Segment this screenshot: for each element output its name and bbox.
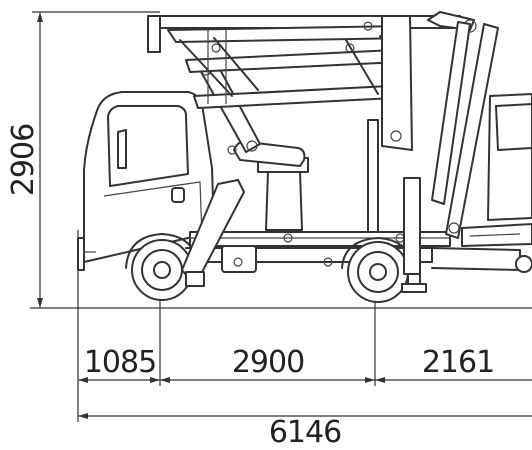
work-basket: [461, 93, 532, 247]
wheelbase-label: 2900: [232, 345, 304, 380]
rear-overhang-label: 2161: [422, 345, 494, 380]
height-dimension-label: 2906: [6, 124, 41, 196]
overall-length-label: 6146: [269, 415, 341, 450]
rear-wheel: [347, 241, 409, 303]
front-overhang-label: 1085: [84, 345, 156, 380]
jib-arm: [427, 11, 499, 239]
outriggers: [181, 177, 427, 293]
upper-boom: [147, 15, 461, 151]
truck-cab: [77, 91, 215, 271]
